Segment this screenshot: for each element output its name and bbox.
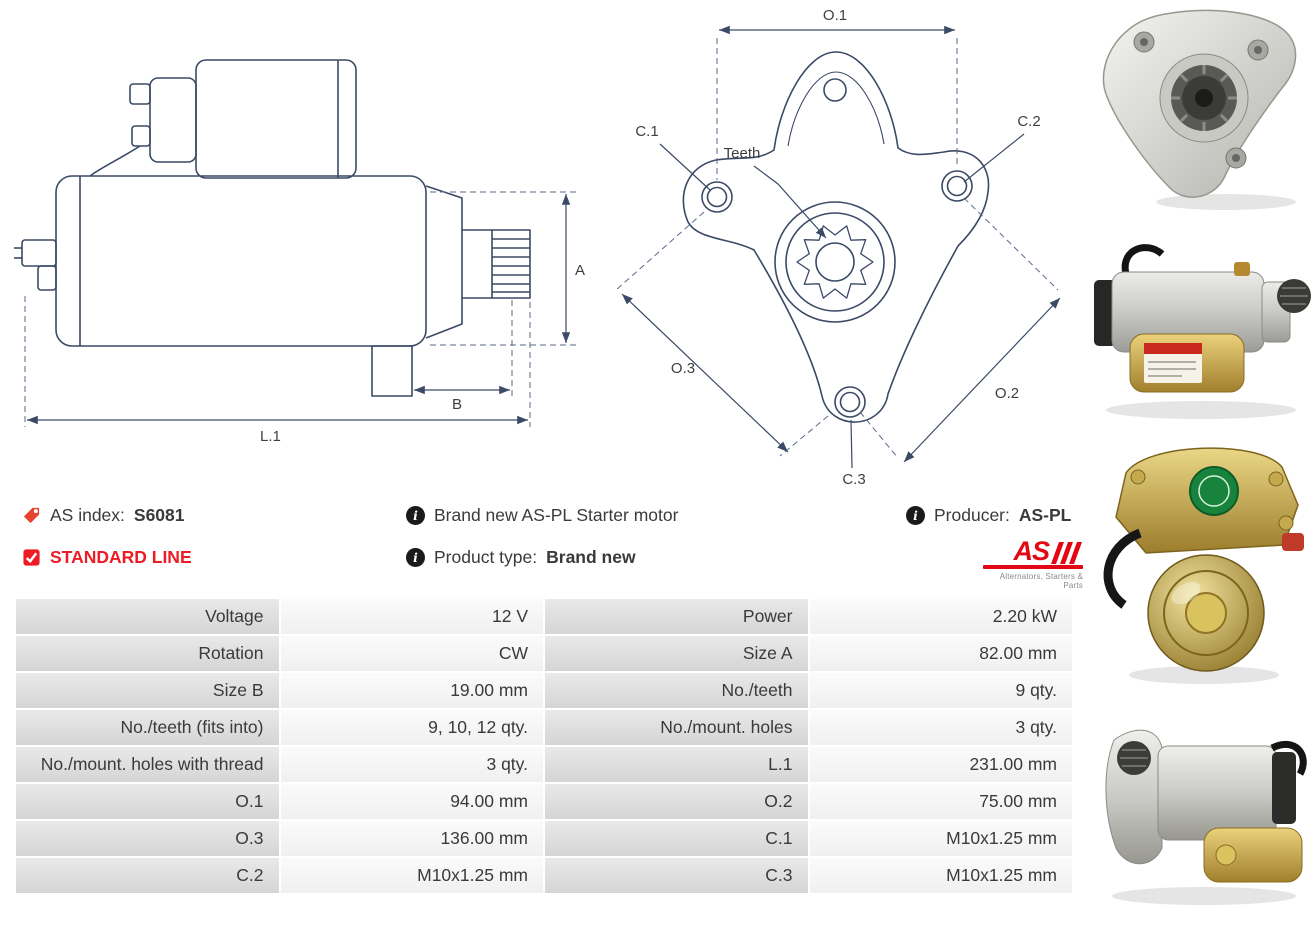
info-icon: i: [906, 505, 925, 525]
spec-value: 2.20 kW: [809, 599, 1072, 634]
spec-row-o3: O.3 136.00 mm C.1 M10x1.25 mm: [16, 821, 1072, 856]
spec-value: 19.00 mm: [280, 673, 543, 708]
spec-value: 12 V: [280, 599, 543, 634]
photo-side-view-image: [1094, 244, 1311, 419]
spec-value: 136.00 mm: [280, 821, 543, 856]
product-type-row: i Product type: Brand new: [406, 544, 678, 570]
spec-row-voltage: Voltage 12 V Power 2.20 kW: [16, 599, 1072, 634]
product-photo-side-view[interactable]: [1086, 222, 1314, 432]
technical-drawing-side-view: A B L.1: [0, 0, 590, 465]
spec-label: L.1: [545, 747, 808, 782]
as-pl-logo: AS Alternators, Starters & Parts: [983, 536, 1083, 590]
info-column-left: AS index: S6081 STANDARD LINE: [22, 502, 192, 586]
spec-label: No./teeth: [545, 673, 808, 708]
photo-side-view-2-image: [1105, 729, 1307, 905]
spec-value: 94.00 mm: [280, 784, 543, 819]
spec-row-o1: O.1 94.00 mm O.2 75.00 mm: [16, 784, 1072, 819]
photo-front-flange-image: [1102, 9, 1297, 210]
side-view-svg: A B L.1: [14, 59, 585, 445]
as-pl-logo-bar: [983, 565, 1083, 569]
spec-label: Power: [545, 599, 808, 634]
spec-value: 231.00 mm: [809, 747, 1072, 782]
dim-l1-label: L.1: [260, 428, 281, 445]
dim-o3-label: O.3: [671, 360, 695, 377]
product-photo-rear-view[interactable]: [1086, 435, 1314, 695]
as-index-row: AS index: S6081: [22, 502, 192, 528]
dim-a-label: A: [575, 262, 585, 279]
dim-b-label: B: [452, 396, 462, 413]
as-pl-logo-tagline: Alternators, Starters & Parts: [999, 572, 1083, 590]
spec-value: 3 qty.: [280, 747, 543, 782]
product-photo-side-view-2[interactable]: [1086, 698, 1314, 918]
spec-value: 82.00 mm: [809, 636, 1072, 671]
dim-o2-label: O.2: [995, 385, 1019, 402]
brand-new-row: i Brand new AS-PL Starter motor: [406, 502, 678, 528]
info-icon: i: [406, 505, 425, 525]
spec-label: No./mount. holes with thread: [16, 747, 279, 782]
spec-value: 9 qty.: [809, 673, 1072, 708]
spec-label: O.2: [545, 784, 808, 819]
spec-row-rotation: Rotation CW Size A 82.00 mm: [16, 636, 1072, 671]
spec-label: Voltage: [16, 599, 279, 634]
spec-value: M10x1.25 mm: [280, 858, 543, 893]
as-index-label: AS index:: [50, 504, 125, 525]
info-column-right: i Producer: AS-PL: [906, 502, 1071, 544]
technical-drawing-front-view: O.1 C.1 C.2 Teeth O.3 O.2 C.3: [592, 0, 1087, 500]
spec-label: Size B: [16, 673, 279, 708]
as-pl-logo-stripes-icon: [1051, 542, 1082, 564]
standard-line-row: STANDARD LINE: [22, 544, 192, 570]
spec-label: No./mount. holes: [545, 710, 808, 745]
product-photo-front-flange[interactable]: [1086, 2, 1314, 219]
teeth-label: Teeth: [724, 145, 761, 162]
brand-new-text: Brand new AS-PL Starter motor: [434, 504, 679, 525]
spec-label: O.1: [16, 784, 279, 819]
dim-c2-label: C.2: [1017, 113, 1040, 130]
product-photos: [1086, 2, 1314, 921]
producer-value: AS-PL: [1018, 504, 1072, 525]
producer-row: i Producer: AS-PL: [906, 502, 1071, 528]
as-pl-logo-text: AS: [1013, 536, 1050, 566]
spec-table: Voltage 12 V Power 2.20 kW Rotation CW S…: [14, 597, 1074, 895]
spec-row-mount-thread: No./mount. holes with thread 3 qty. L.1 …: [16, 747, 1072, 782]
producer-label: Producer:: [934, 504, 1010, 525]
product-type-value: Brand new: [546, 546, 636, 567]
spec-value: M10x1.25 mm: [809, 821, 1072, 856]
dim-c1-label: C.1: [635, 123, 658, 140]
tag-icon: [22, 506, 41, 525]
spec-row-c2: C.2 M10x1.25 mm C.3 M10x1.25 mm: [16, 858, 1072, 893]
spec-value: 75.00 mm: [809, 784, 1072, 819]
spec-label: Size A: [545, 636, 808, 671]
spec-label: No./teeth (fits into): [16, 710, 279, 745]
spec-label: C.2: [16, 858, 279, 893]
spec-row-teeth-fits: No./teeth (fits into) 9, 10, 12 qty. No.…: [16, 710, 1072, 745]
front-view-svg: O.1 C.1 C.2 Teeth O.3 O.2 C.3: [615, 7, 1061, 488]
as-index-value: S6081: [133, 504, 185, 525]
standard-line-label: STANDARD LINE: [50, 546, 192, 567]
photo-rear-view-image: [1103, 447, 1304, 684]
spec-value: CW: [280, 636, 543, 671]
info-column-middle: i Brand new AS-PL Starter motor i Produc…: [406, 502, 678, 586]
spec-value: 9, 10, 12 qty.: [280, 710, 543, 745]
dim-o1-label: O.1: [823, 7, 847, 24]
spec-value: 3 qty.: [809, 710, 1072, 745]
spec-label: Rotation: [16, 636, 279, 671]
spec-label: C.3: [545, 858, 808, 893]
info-icon: i: [406, 547, 425, 567]
spec-value: M10x1.25 mm: [809, 858, 1072, 893]
dim-c3-label: C.3: [842, 471, 865, 488]
spec-label: O.3: [16, 821, 279, 856]
checkbox-icon: [22, 548, 41, 567]
product-type-label: Product type:: [434, 546, 538, 567]
product-info: AS index: S6081 STANDARD LINE i Brand ne…: [14, 502, 1306, 594]
spec-label: C.1: [545, 821, 808, 856]
spec-row-size-b: Size B 19.00 mm No./teeth 9 qty.: [16, 673, 1072, 708]
